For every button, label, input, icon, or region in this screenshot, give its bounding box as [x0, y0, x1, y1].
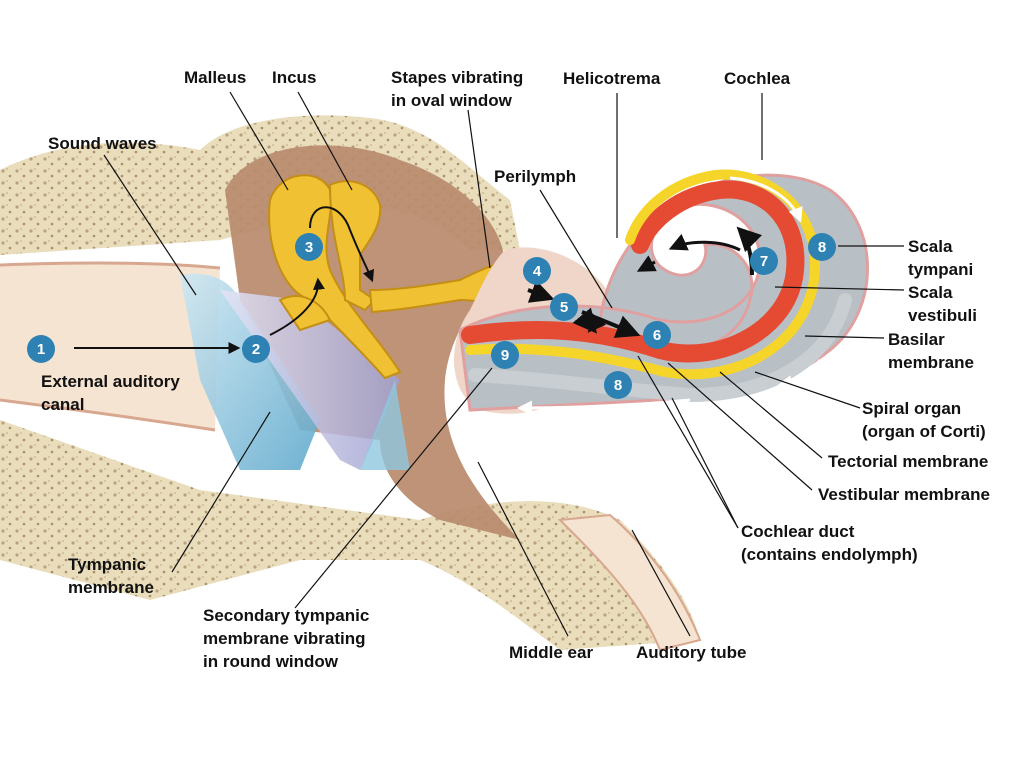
arrow-ossicle-lever — [309, 206, 375, 283]
cochlear-duct-line-2: (contains endolymph) — [741, 545, 918, 564]
auditory-tube-text: Auditory tube — [636, 643, 747, 662]
label-helicotrema: Helicotrema — [563, 67, 660, 90]
secondary-tympanic-line-2: membrane vibrating — [203, 629, 366, 648]
sound-waves-text: Sound waves — [48, 134, 157, 153]
step-badge-8-lower: 8 — [604, 371, 632, 399]
step-badge-1: 1 — [27, 335, 55, 363]
tympanic-line-2: membrane — [68, 578, 154, 597]
vestibular-text: Vestibular membrane — [818, 485, 990, 504]
helicotrema-text: Helicotrema — [563, 69, 661, 88]
arrow-tympanic-to-ossicles — [269, 277, 325, 336]
scala-tympani-line-2: tympani — [908, 260, 974, 279]
step-badge-6: 6 — [643, 321, 671, 349]
cochlear-duct-line-1: Cochlear duct — [741, 522, 855, 541]
secondary-tympanic-line-3: in round window — [203, 652, 339, 671]
step-badge-4: 4 — [523, 257, 551, 285]
incus-text: Incus — [272, 68, 317, 87]
label-stapes: Stapes vibrating in oval window — [391, 66, 523, 112]
malleus-text: Malleus — [184, 68, 247, 87]
middle-ear-text: Middle ear — [509, 643, 594, 662]
step-badge-8-upper-number: 8 — [818, 239, 826, 256]
label-tectorial-membrane: Tectorial membrane — [828, 450, 988, 473]
label-external-canal: External auditory canal — [41, 370, 180, 416]
scala-vestibuli-line-2: vestibuli — [908, 306, 977, 325]
arrow-7-loop — [736, 226, 763, 276]
step-badge-2-number: 2 — [252, 341, 260, 358]
temporal-bone-lower — [0, 420, 700, 650]
label-cochlear-duct: Cochlear duct (contains endolymph) — [741, 520, 918, 566]
arrow-helicotrema — [668, 233, 741, 252]
step-badge-8-upper: 8 — [808, 233, 836, 261]
arrow-to-round-window — [587, 313, 607, 333]
basilar-line-2: membrane — [888, 353, 974, 372]
step-badge-2: 2 — [242, 335, 270, 363]
label-incus: Incus — [272, 66, 316, 89]
label-basilar-membrane: Basilar membrane — [888, 328, 974, 374]
basilar-line-1: Basilar — [888, 330, 945, 349]
label-tympanic-membrane: Tympanic membrane — [68, 553, 154, 599]
label-secondary-tympanic: Secondary tympanic membrane vibrating in… — [203, 604, 369, 673]
external-canal-line-2: canal — [41, 395, 85, 414]
step-badge-7-number: 7 — [760, 253, 768, 270]
step-badge-5: 5 — [550, 293, 578, 321]
scala-vestibuli-line-1: Scala — [908, 283, 953, 302]
leader-lines — [103, 91, 905, 637]
spiral-organ-line-2: (organ of Corti) — [862, 422, 986, 441]
basilar-membrane-band — [465, 169, 821, 380]
label-scala-tympani: Scala tympani — [908, 235, 973, 281]
stapes-line-2: in oval window — [391, 91, 512, 110]
label-spiral-organ: Spiral organ (organ of Corti) — [862, 397, 986, 443]
tympanic-line-1: Tympanic — [68, 555, 147, 574]
step-badge-6-number: 6 — [653, 327, 661, 344]
external-canal-line-1: External auditory — [41, 372, 180, 391]
step-badge-5-number: 5 — [560, 299, 568, 316]
secondary-tympanic-line-1: Secondary tympanic — [203, 606, 370, 625]
label-perilymph: Perilymph — [494, 165, 576, 188]
step-badge-9-number: 9 — [501, 347, 509, 364]
cochlea-text: Cochlea — [724, 69, 791, 88]
step-badge-8-lower-number: 8 — [614, 377, 622, 394]
step-badge-9: 9 — [491, 341, 519, 369]
label-cochlea: Cochlea — [724, 67, 790, 90]
label-vestibular-membrane: Vestibular membrane — [818, 483, 990, 506]
label-scala-vestibuli: Scala vestibuli — [908, 281, 977, 327]
external-canal — [0, 263, 220, 430]
tympanic-membrane-shape — [180, 273, 320, 470]
step-badge-3-number: 3 — [305, 239, 313, 256]
label-malleus: Malleus — [184, 66, 246, 89]
scala-tympani-line-1: Scala — [908, 237, 953, 256]
step-badge-3: 3 — [295, 233, 323, 261]
step-badge-1-number: 1 — [37, 341, 45, 358]
step-badge-4-number: 4 — [533, 263, 542, 280]
spiral-organ-line-1: Spiral organ — [862, 399, 962, 418]
label-middle-ear: Middle ear — [509, 641, 593, 664]
white-arrow-lower — [777, 359, 822, 390]
arrow-4-to-5 — [527, 280, 555, 303]
stapes-line-1: Stapes vibrating — [391, 68, 524, 87]
step-badges: 1 2 3 4 5 6 7 8 8 9 — [27, 233, 836, 399]
label-sound-waves: Sound waves — [48, 132, 157, 155]
white-arrow-bottom — [517, 398, 691, 416]
tectorial-text: Tectorial membrane — [828, 452, 989, 471]
perilymph-text: Perilymph — [494, 167, 577, 186]
step-badge-7: 7 — [750, 247, 778, 275]
incus-bone — [328, 180, 382, 312]
label-auditory-tube: Auditory tube — [636, 641, 747, 664]
white-arrow-upper — [729, 176, 803, 223]
